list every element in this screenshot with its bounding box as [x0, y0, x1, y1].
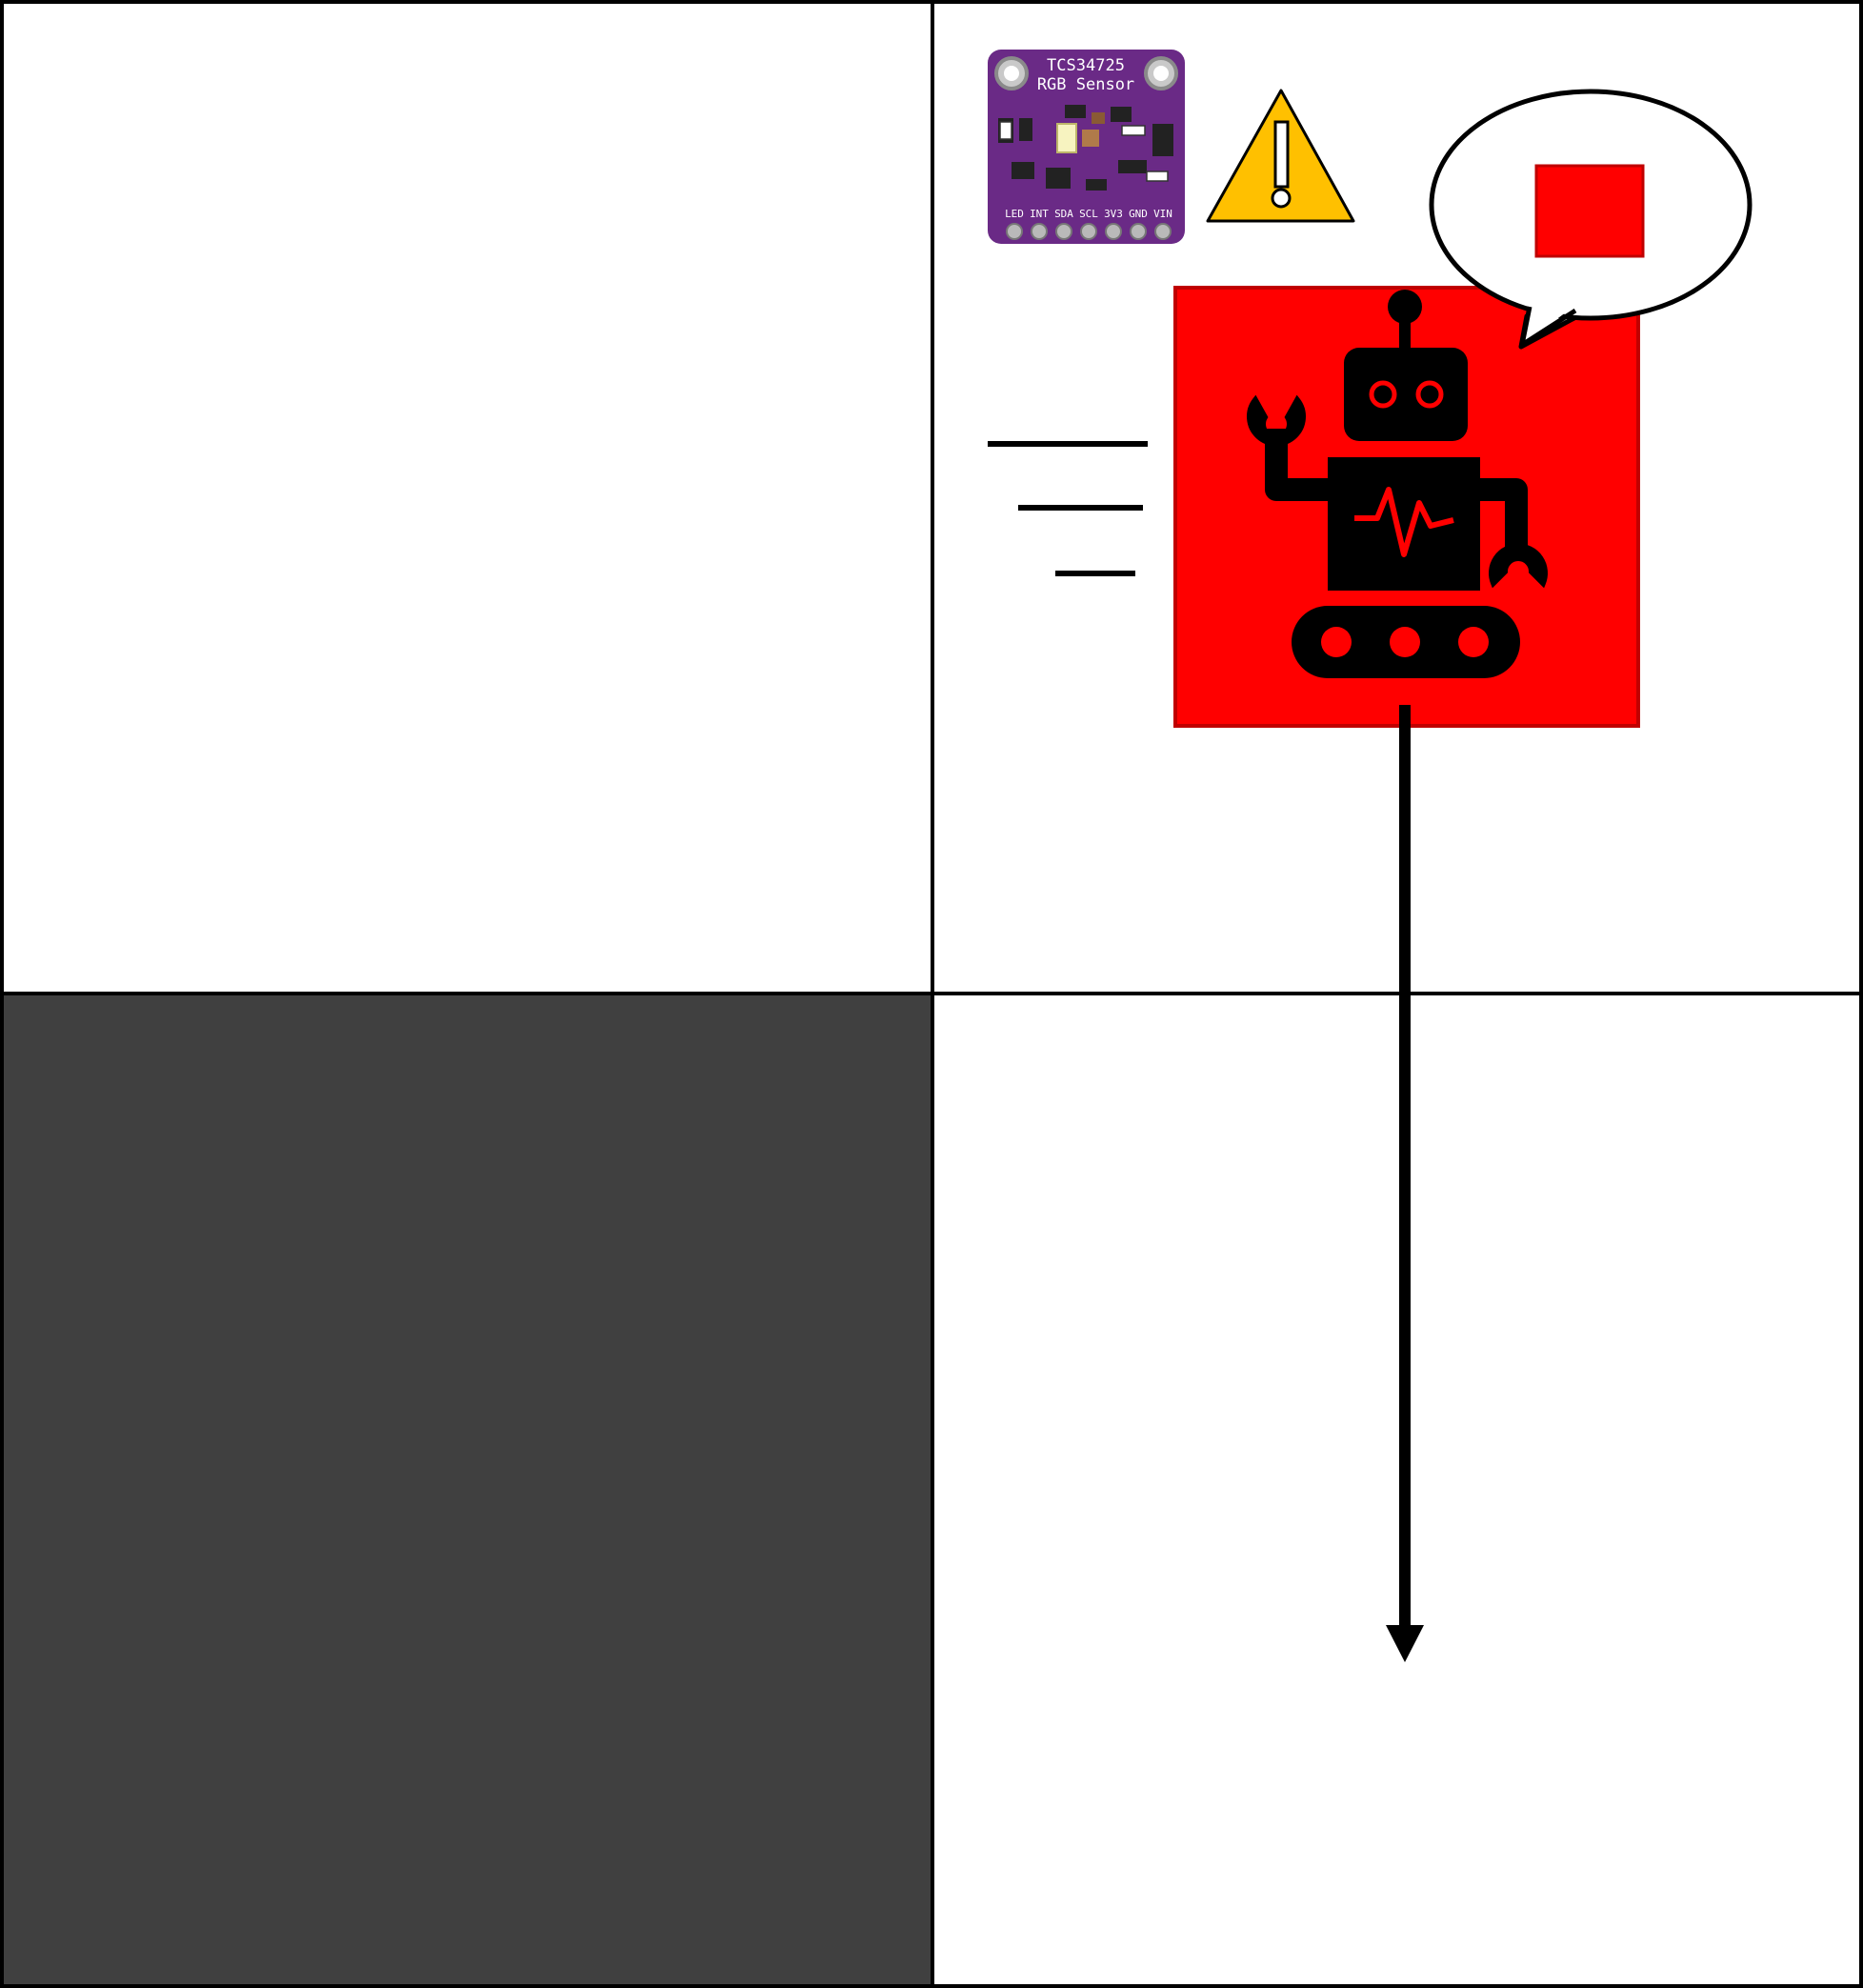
- grid-cell-top-left: [3, 3, 932, 994]
- sensor-subtitle: RGB Sensor: [1037, 75, 1134, 94]
- sensor-pin-label: SCL: [1079, 208, 1098, 220]
- sensor-pin-label: SDA: [1054, 208, 1073, 220]
- rgb-sensor-board-icon: TCS34725 RGB Sensor LED INT SDA SCL: [988, 50, 1185, 244]
- detected-color-swatch: [1536, 166, 1643, 256]
- sensor-pin-label: LED: [1005, 208, 1024, 220]
- sensor-pin-label: INT: [1030, 208, 1049, 220]
- grid-cell-bottom-left-wall: [3, 994, 932, 1985]
- sensor-title: TCS34725: [1047, 56, 1125, 75]
- sensor-pin-label: GND: [1129, 208, 1148, 220]
- sensor-pin-label: 3V3: [1104, 208, 1123, 220]
- sensor-pin-label: VIN: [1153, 208, 1172, 220]
- sensor-pin-labels: LED INT SDA SCL 3V3 GND VIN: [1005, 208, 1172, 220]
- grid-cell-bottom-right: [932, 994, 1860, 1985]
